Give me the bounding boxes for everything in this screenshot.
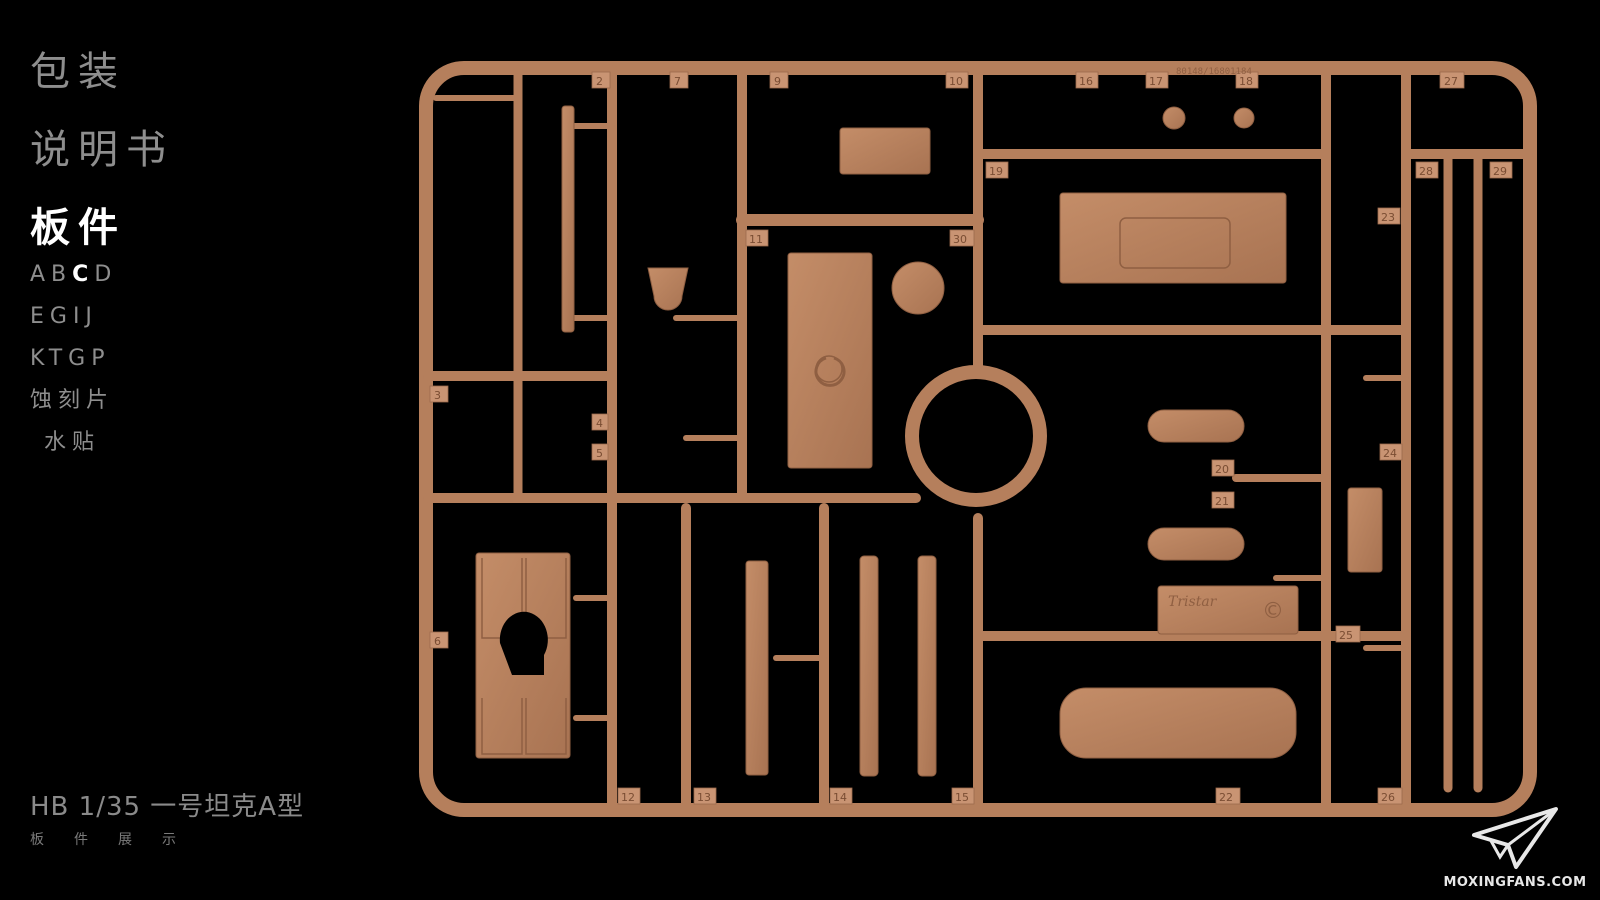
sub-item-prefix: EGIJ — [30, 304, 98, 329]
part-number: 11 — [749, 233, 763, 246]
frame-code: 80148/16801184 — [1176, 67, 1252, 77]
part-number: 5 — [596, 447, 603, 460]
part-number: 2 — [596, 75, 603, 88]
part-number: 14 — [833, 791, 847, 804]
paper-plane-icon — [1472, 807, 1558, 869]
part-number: 24 — [1383, 447, 1397, 460]
part-gear-housing — [891, 261, 945, 315]
part-number: 23 — [1381, 211, 1395, 224]
part-number: 17 — [1149, 75, 1163, 88]
part-number: 21 — [1215, 495, 1229, 508]
part-number: 9 — [774, 75, 781, 88]
part-number: 20 — [1215, 463, 1229, 476]
sub-item-prefix: 蚀刻片 — [30, 388, 115, 413]
part-knob — [1162, 106, 1186, 130]
part-number: 29 — [1493, 165, 1507, 178]
part-number: 27 — [1444, 75, 1458, 88]
nav-packaging[interactable]: 包装 — [30, 49, 126, 95]
nav-instructions[interactable]: 说明书 — [30, 127, 174, 173]
part-number: 25 — [1339, 629, 1353, 642]
caption: HB 1/35 一号坦克A型 板件展示 — [30, 786, 304, 849]
part-engine-deck — [1059, 192, 1287, 284]
part-cutout — [499, 611, 548, 675]
sub-item-suffix: D — [94, 262, 118, 287]
part-number: 16 — [1079, 75, 1093, 88]
part-number: 26 — [1381, 791, 1395, 804]
side-nav: 包装 说明书 板件 ABCD EGIJ KTGP 蚀刻片 水贴 — [30, 52, 390, 472]
part-bell — [647, 267, 689, 311]
part-number: 18 — [1239, 75, 1253, 88]
caption-title: HB 1/35 一号坦克A型 — [30, 792, 305, 822]
part-number: 22 — [1219, 791, 1233, 804]
sub-item-prefix: KTGP — [30, 346, 111, 371]
part-number: 28 — [1419, 165, 1433, 178]
runner-ring — [905, 365, 1047, 507]
copyright-mark: © — [1262, 599, 1284, 624]
part-number: 12 — [621, 791, 635, 804]
watermark: MOXINGFANS.COM — [1440, 805, 1590, 890]
part-knob — [1233, 107, 1255, 129]
part-hatch — [839, 127, 931, 175]
sub-item-prefix: 水贴 — [44, 430, 101, 455]
part-strip — [745, 560, 769, 776]
part-strip — [859, 555, 879, 777]
part-number: 30 — [953, 233, 967, 246]
part-number: 7 — [674, 75, 681, 88]
part-number: 4 — [596, 417, 603, 430]
part-fender — [1059, 687, 1297, 759]
nav-sprues[interactable]: 板件 — [30, 205, 126, 251]
sub-item-highlight: C — [72, 262, 95, 287]
sub-item-prefix: AB — [30, 262, 73, 287]
sub-item-photo-etch[interactable]: 蚀刻片 — [30, 388, 390, 430]
part-number: 6 — [434, 635, 441, 648]
sub-item-egij[interactable]: EGIJ — [30, 304, 390, 346]
part-number: 19 — [989, 165, 1003, 178]
part-hull-plate — [787, 252, 873, 469]
brand-logo: Tristar — [1168, 594, 1218, 610]
part-number: 3 — [434, 389, 441, 402]
part-number: 10 — [949, 75, 963, 88]
caption-subtitle: 板件展示 — [30, 832, 206, 848]
part-muffler — [1147, 527, 1245, 561]
part-rod — [561, 105, 575, 333]
part-ring-hole — [814, 356, 846, 387]
sub-item-abcd[interactable]: ABCD — [30, 262, 390, 304]
part-strip — [917, 555, 937, 777]
part-brand-plate — [1157, 585, 1299, 635]
part-bracket — [1347, 487, 1383, 573]
part-number: 13 — [697, 791, 711, 804]
watermark-text: MOXINGFANS.COM — [1443, 875, 1587, 890]
sub-item-decals[interactable]: 水贴 — [30, 430, 390, 472]
part-number: 15 — [955, 791, 969, 804]
sub-item-ktgp[interactable]: KTGP — [30, 346, 390, 388]
part-muffler — [1147, 409, 1245, 443]
